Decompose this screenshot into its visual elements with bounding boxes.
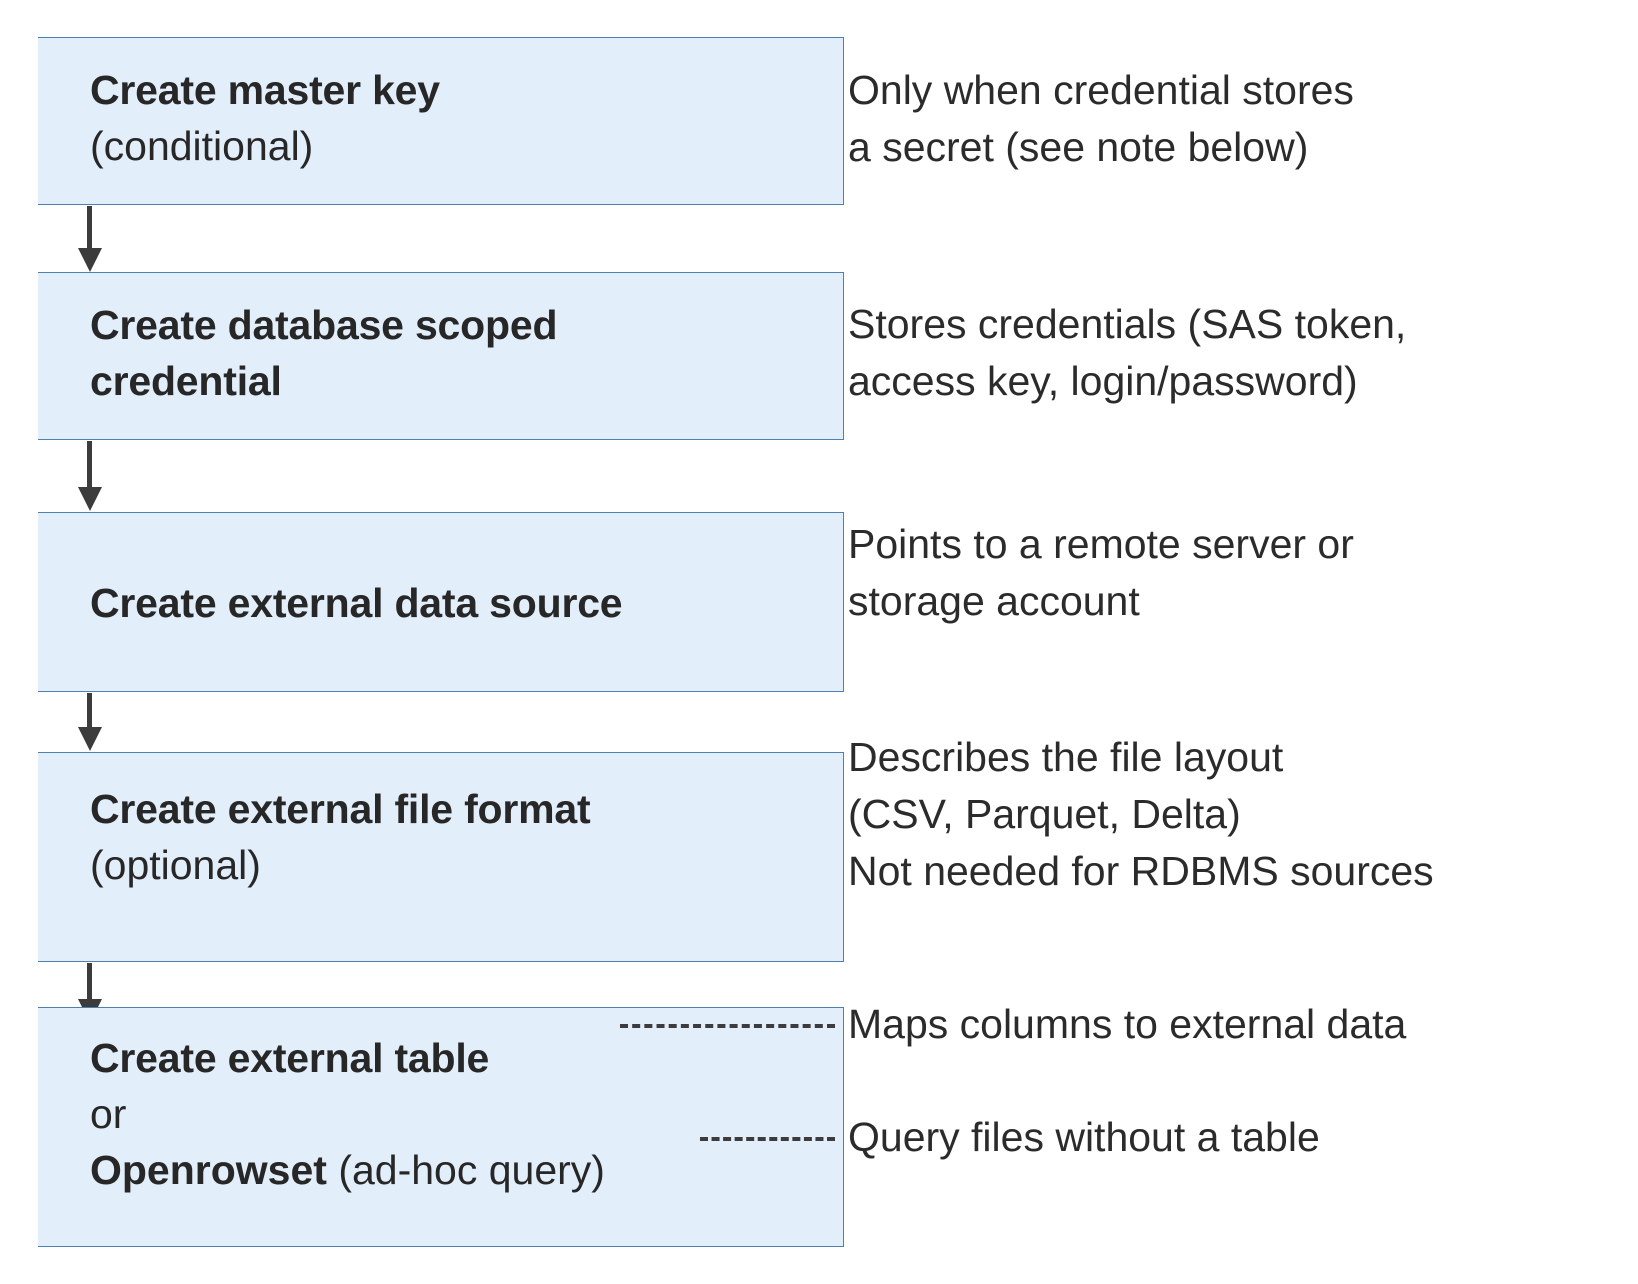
dashed-connector-openrowset	[700, 1137, 835, 1141]
note-create-external-file-format: Describes the file layout (CSV, Parquet,…	[848, 734, 1434, 894]
flow-arrow-3	[78, 693, 102, 751]
note-openrowset: Query files without a table	[848, 1114, 1320, 1160]
arrow-head-icon	[78, 487, 102, 511]
step-title: Create external table	[90, 1035, 490, 1081]
step-or-label: or	[90, 1091, 127, 1137]
step-box-text-block: Create external table or Openrowset (ad-…	[90, 1030, 833, 1198]
step-box-text-block: Create external file format (optional)	[90, 781, 833, 893]
step-box-text-block: Create master key (conditional)	[90, 62, 833, 174]
step-subtitle: (optional)	[90, 842, 261, 888]
arrow-shaft-icon	[87, 693, 92, 729]
arrow-shaft-icon	[87, 441, 92, 489]
step-subtitle: (conditional)	[90, 123, 314, 169]
note-create-database-scoped-credential: Stores credentials (SAS token, access ke…	[848, 301, 1407, 404]
arrow-shaft-icon	[87, 963, 92, 1001]
step-alt-title: Openrowset	[90, 1147, 327, 1193]
step-box-create-master-key[interactable]: Create master key (conditional)	[38, 37, 844, 205]
arrow-head-icon	[78, 248, 102, 272]
arrow-head-icon	[78, 727, 102, 751]
step-box-create-external-file-format[interactable]: Create external file format (optional)	[38, 752, 844, 962]
flow-arrow-2	[78, 441, 102, 511]
arrow-shaft-icon	[87, 206, 92, 250]
step-box-create-external-data-source[interactable]: Create external data source	[38, 512, 844, 692]
step-box-create-external-table-or-openrowset[interactable]: Create external table or Openrowset (ad-…	[38, 1007, 844, 1247]
step-alt-suffix: (ad-hoc query)	[326, 1147, 605, 1193]
step-title: Create external file format	[90, 786, 591, 832]
step-box-text-block: Create external data source	[90, 575, 833, 631]
step-box-text-block: Create database scoped credential	[90, 297, 833, 409]
note-create-external-table: Maps columns to external data	[848, 1001, 1407, 1047]
dashed-connector-external-table	[620, 1024, 835, 1028]
step-title: Create external data source	[90, 580, 623, 626]
flow-arrow-1	[78, 206, 102, 272]
step-title: Create database scoped credential	[90, 302, 558, 404]
step-title: Create master key	[90, 67, 440, 113]
step-box-create-database-scoped-credential[interactable]: Create database scoped credential	[38, 272, 844, 440]
step-alt-line: Openrowset (ad-hoc query)	[90, 1142, 833, 1198]
note-create-master-key: Only when credential stores a secret (se…	[848, 67, 1354, 170]
note-create-external-data-source: Points to a remote server or storage acc…	[848, 521, 1354, 624]
